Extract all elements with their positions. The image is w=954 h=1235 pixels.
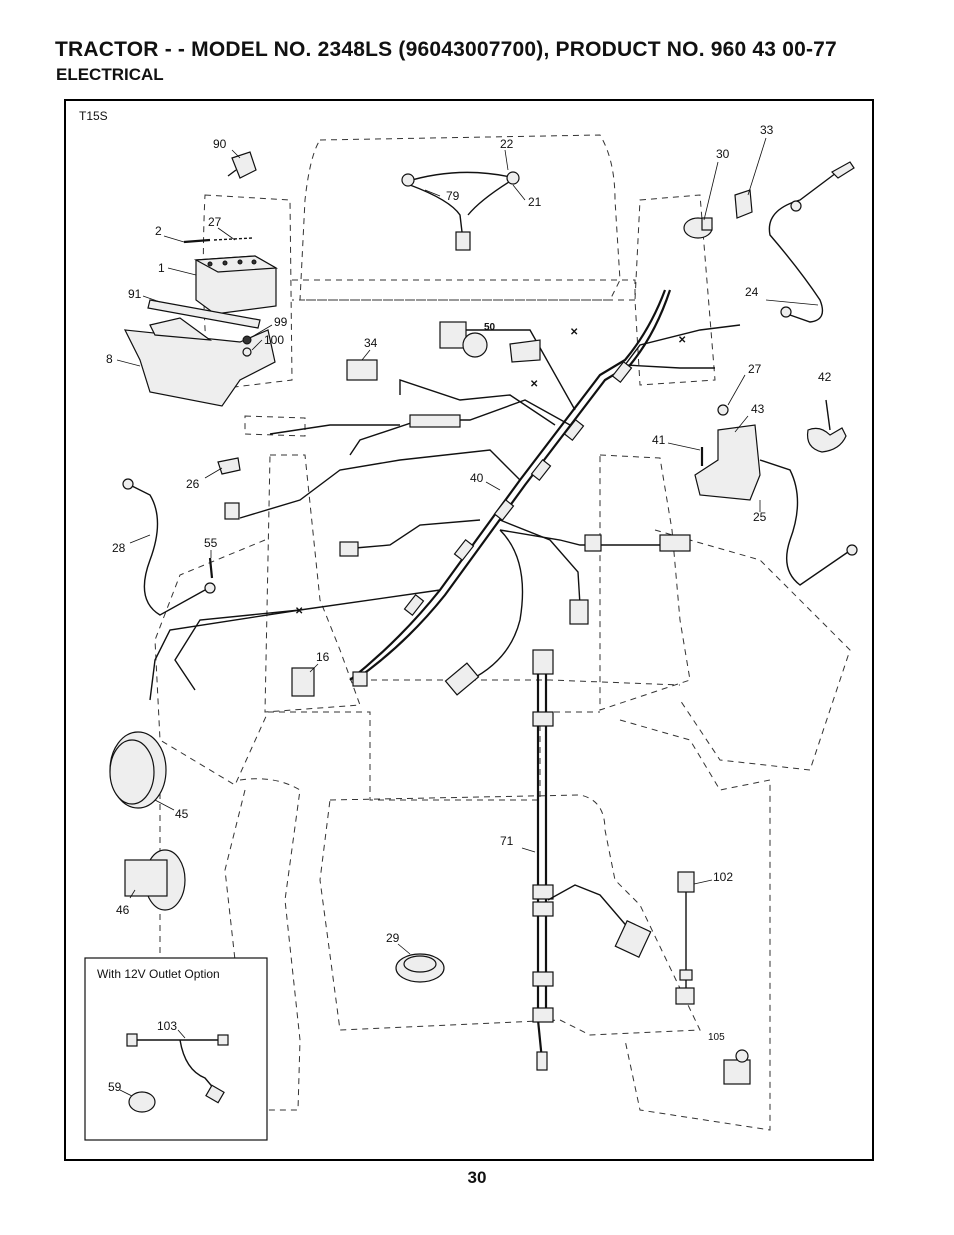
svg-text:✕: ✕ <box>530 379 538 390</box>
callout-2: 2 <box>155 224 162 238</box>
main-wire-harness: ✕ ✕ ✕ ✕ <box>149 289 741 701</box>
tractor-outline <box>154 134 851 1131</box>
leader-lines <box>116 137 819 1097</box>
callout-79: 79 <box>446 189 460 203</box>
callout-55: 55 <box>204 536 218 550</box>
callout-46: 46 <box>116 903 130 917</box>
svg-text:✕: ✕ <box>295 606 303 617</box>
callout-43: 43 <box>751 402 765 416</box>
callout-24: 24 <box>745 285 759 299</box>
callout-40: 40 <box>470 471 484 485</box>
callout-28: 28 <box>112 541 126 555</box>
page-title: TRACTOR - - MODEL NO. 2348LS (9604300770… <box>55 38 837 61</box>
callout-labels: T15S 90 22 79 21 33 30 27 2 1 91 99 100 … <box>79 109 832 1094</box>
svg-text:✕: ✕ <box>570 327 578 338</box>
callout-27-top: 27 <box>208 215 222 229</box>
callout-16: 16 <box>316 650 330 664</box>
callout-29: 29 <box>386 931 400 945</box>
callout-34: 34 <box>364 336 378 350</box>
callout-91: 91 <box>128 287 142 301</box>
outlet-option-inset <box>84 957 268 1141</box>
callout-22: 22 <box>500 137 514 151</box>
svg-text:✕: ✕ <box>678 335 686 346</box>
callout-21: 21 <box>528 195 542 209</box>
callout-8: 8 <box>106 352 113 366</box>
callout-1: 1 <box>158 261 165 275</box>
callout-41: 41 <box>652 433 666 447</box>
callout-45: 45 <box>175 807 189 821</box>
callout-71: 71 <box>500 834 514 848</box>
callout-42: 42 <box>818 370 832 384</box>
page-number: 30 <box>467 1168 487 1187</box>
callout-105: 105 <box>708 1032 725 1043</box>
callout-102: 102 <box>713 870 733 884</box>
callout-33: 33 <box>760 123 774 137</box>
callout-59: 59 <box>108 1080 122 1094</box>
diagram-frame <box>64 99 874 1161</box>
inset-caption: With 12V Outlet Option <box>97 967 220 981</box>
callout-99: 99 <box>274 315 288 329</box>
callout-103: 103 <box>157 1019 177 1033</box>
components <box>109 151 858 1085</box>
callout-30: 30 <box>716 147 730 161</box>
callout-50: 50 <box>484 322 496 333</box>
rear-harness-71 <box>532 649 652 1071</box>
frame-code: T15S <box>79 109 108 123</box>
callout-90: 90 <box>213 137 227 151</box>
callout-26: 26 <box>186 477 200 491</box>
section-subtitle: ELECTRICAL <box>56 65 164 84</box>
callout-100: 100 <box>264 333 284 347</box>
callout-25: 25 <box>753 510 767 524</box>
callout-27-right: 27 <box>748 362 762 376</box>
